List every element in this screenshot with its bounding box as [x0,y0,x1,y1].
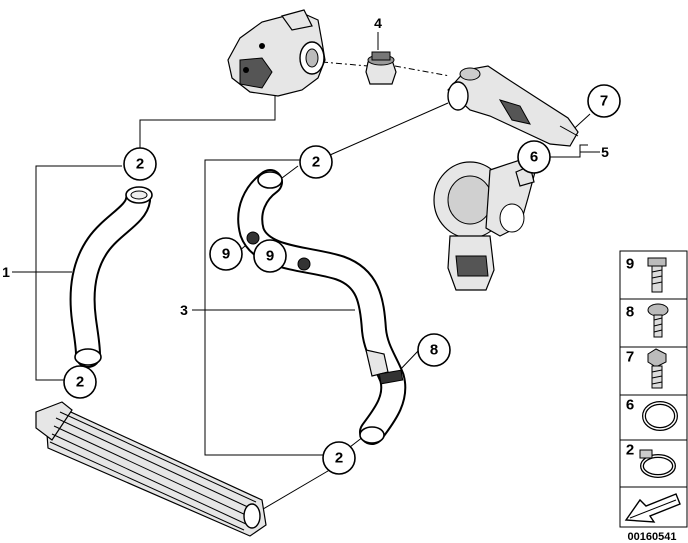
callout-9-upper: 9 [209,237,243,271]
document-number: 00160541 [628,531,677,543]
callout-6: 6 [517,140,551,174]
callout-9-lower-label: 9 [266,248,274,265]
label-1: 1 [2,264,10,280]
hose-1 [69,186,153,368]
callout-9-upper-label: 9 [222,246,230,263]
label-3: 3 [180,302,188,318]
callout-2-left-bottom-label: 2 [76,374,84,391]
turbocharger [433,159,536,291]
callout-2-lower-label: 2 [335,450,343,467]
callout-7: 7 [587,84,621,118]
legend-item-2: 2 [626,442,634,459]
leader-lines [12,32,600,513]
callout-8-label: 8 [430,342,438,359]
throttle-body [227,9,326,97]
legend-item-6: 6 [626,397,634,414]
callout-2-middle-label: 2 [312,154,320,171]
callout-2-top: 2 [123,147,157,181]
legend-panel: 9 8 7 6 2 [619,250,688,543]
legend-item-9: 9 [626,256,634,273]
label-4: 4 [374,15,382,31]
legend-item-7: 7 [626,349,634,366]
sensor-4 [365,51,397,85]
callout-7-label: 7 [600,93,608,110]
callout-2-top-label: 2 [136,156,144,173]
callout-2-lower: 2 [322,441,356,475]
callout-6-label: 6 [530,149,538,166]
hose-clamp-2-icon [639,449,676,478]
callout-2-left-bottom: 2 [63,365,97,399]
bolt-9-icon [647,257,667,293]
callout-2-middle: 2 [299,145,333,179]
charge-air-duct-5 [447,65,579,147]
intercooler [35,401,267,537]
screw-8-icon [647,303,669,338]
pipe-3 [237,169,407,445]
o-ring-6-icon [642,401,678,431]
callout-9-lower: 9 [253,239,287,273]
label-5: 5 [601,144,609,160]
legend-item-8: 8 [626,304,634,321]
bolt-7-icon [647,348,667,389]
direction-arrow-icon [624,493,681,523]
callout-8: 8 [417,333,451,367]
